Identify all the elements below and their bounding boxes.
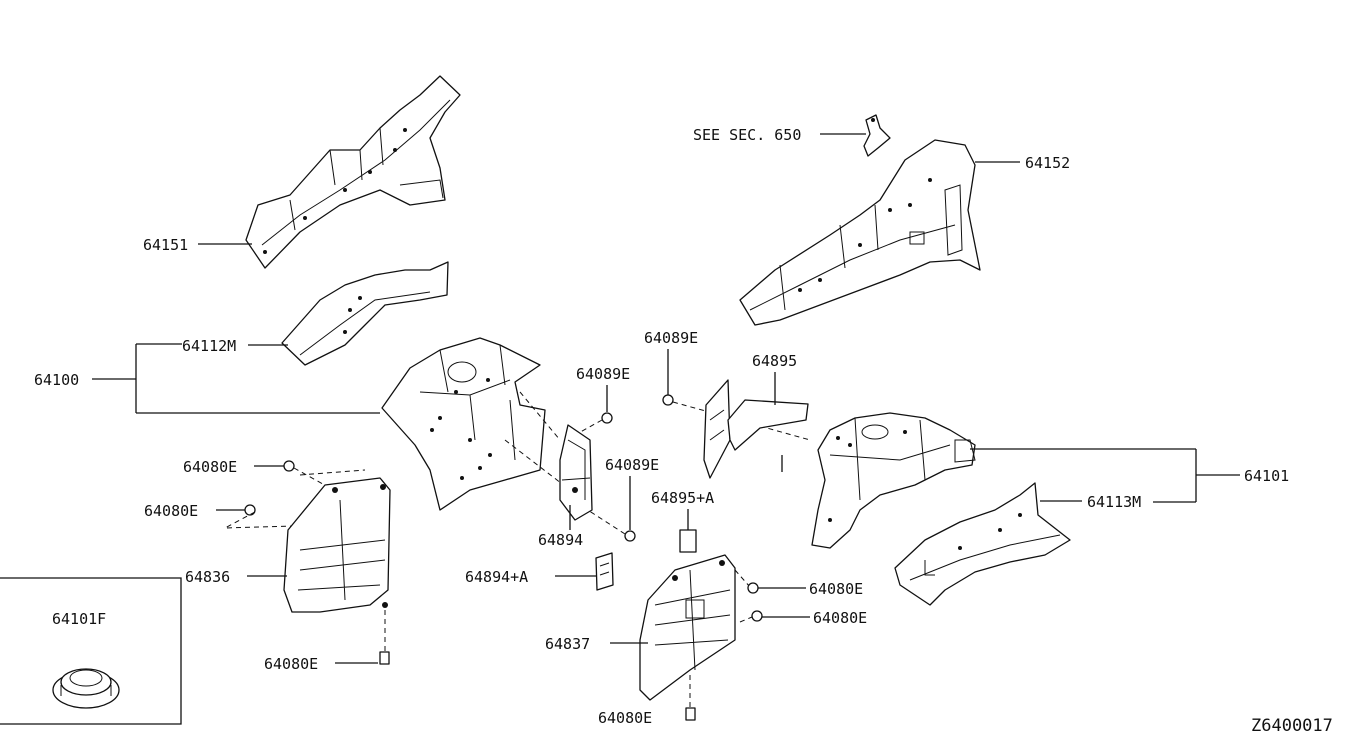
label-64895: 64895 <box>752 352 797 370</box>
part-64112m-drawing <box>281 261 449 366</box>
label-64080e-2: 64080E <box>144 502 198 520</box>
label-64080e-5: 64080E <box>813 609 867 627</box>
part-64152-drawing <box>739 139 981 326</box>
label-64089e-2: 64089E <box>605 456 659 474</box>
label-64101: 64101 <box>1244 467 1289 485</box>
part-64895-drawing <box>703 379 809 479</box>
label-64080e-1: 64080E <box>183 458 237 476</box>
label-64894: 64894 <box>538 531 583 549</box>
part-64100-drawing <box>381 337 546 511</box>
label-64100: 64100 <box>34 371 79 389</box>
label-64112m: 64112M <box>182 337 236 355</box>
label-64089e-3: 64089E <box>644 329 698 347</box>
label-64151: 64151 <box>143 236 188 254</box>
label-64837: 64837 <box>545 635 590 653</box>
grommet-64101f-drawing <box>52 668 120 709</box>
part-64894a-drawing <box>595 552 614 591</box>
part-64101-drawing <box>811 412 976 549</box>
label-64080e-6: 64080E <box>598 709 652 727</box>
part-64113m-drawing <box>894 482 1071 606</box>
part-64836-drawing <box>283 477 391 613</box>
label-64089e-1: 64089E <box>576 365 630 383</box>
label-64101f: 64101F <box>52 610 106 628</box>
bracket-sec650-drawing <box>863 114 891 157</box>
see-sec-650-label: SEE SEC. 650 <box>693 126 801 144</box>
label-64895a: 64895+A <box>651 489 714 507</box>
label-64113m: 64113M <box>1087 493 1141 511</box>
part-64894-drawing <box>559 424 593 521</box>
part-64837-drawing <box>639 554 736 701</box>
diagram-code: Z6400017 <box>1251 716 1333 736</box>
label-64152: 64152 <box>1025 154 1070 172</box>
label-64080e-3: 64080E <box>264 655 318 673</box>
label-64894a: 64894+A <box>465 568 528 586</box>
label-64836: 64836 <box>185 568 230 586</box>
part-64151-drawing <box>245 75 461 269</box>
label-64080e-4: 64080E <box>809 580 863 598</box>
